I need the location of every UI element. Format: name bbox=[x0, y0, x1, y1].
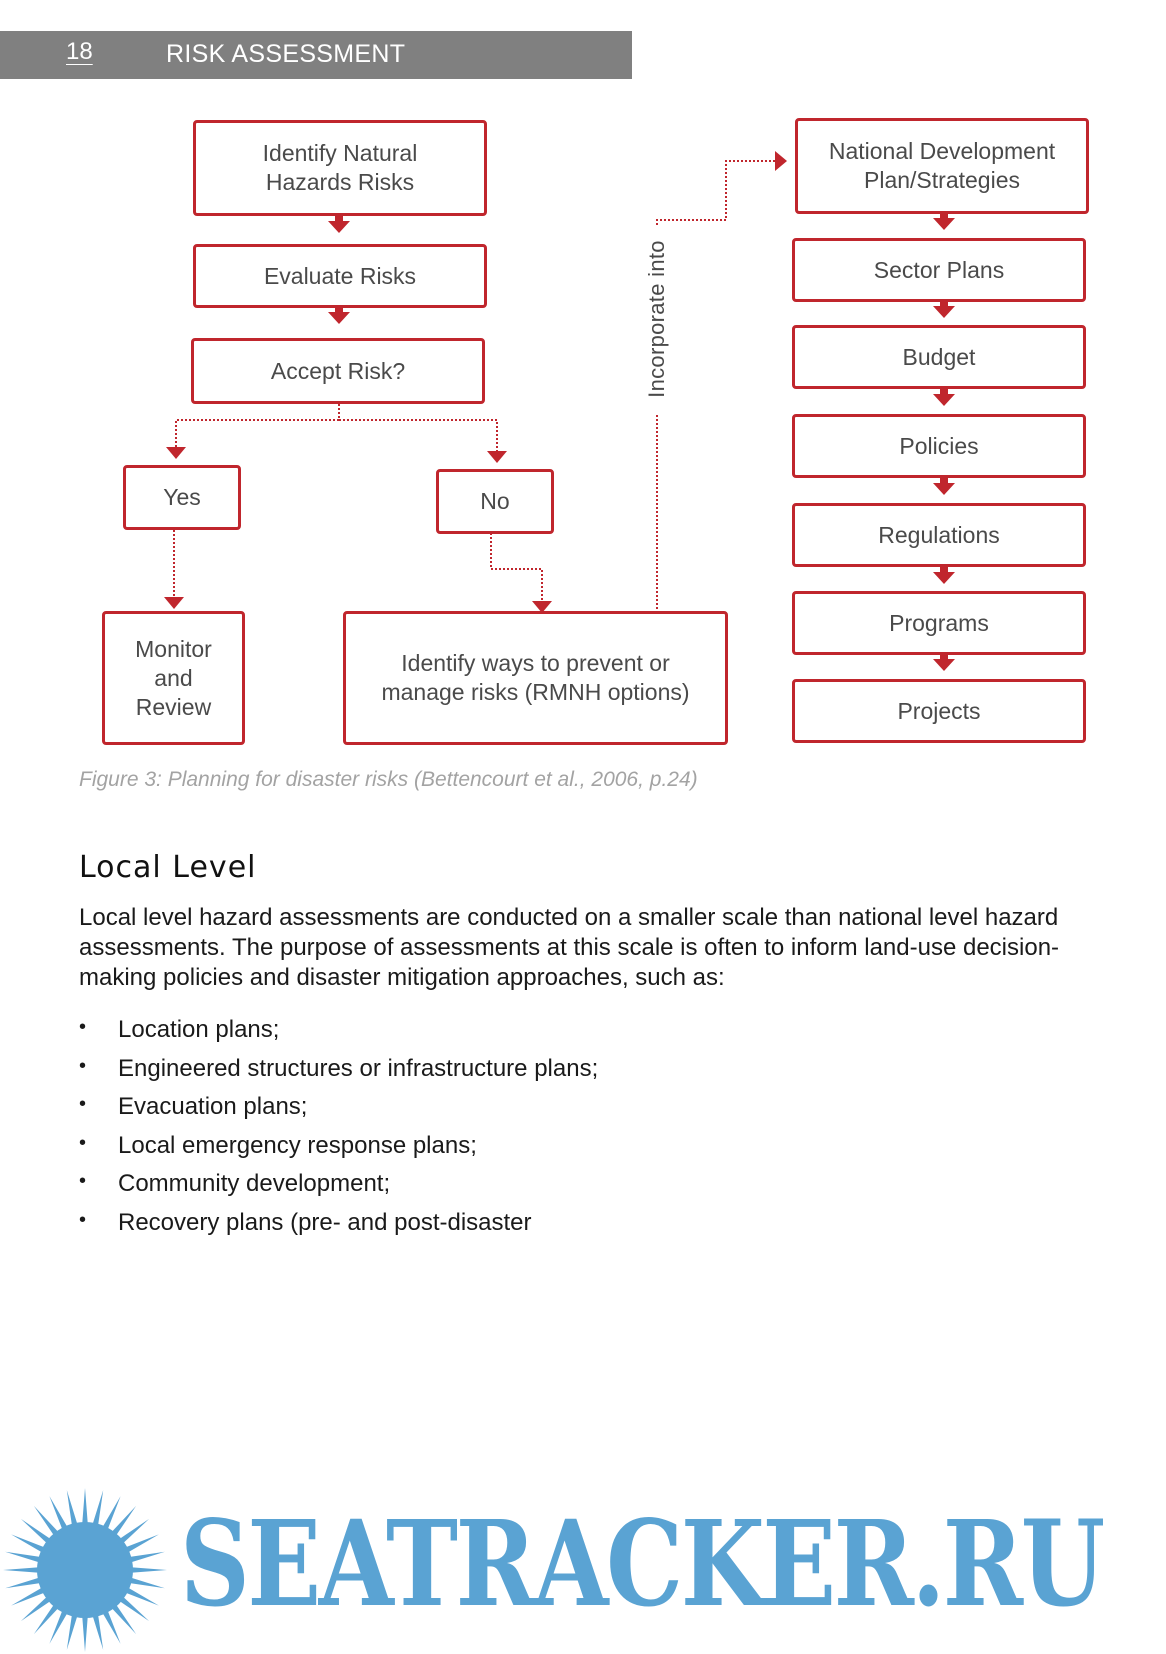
box-national-development: National Development Plan/Strategies bbox=[795, 118, 1089, 214]
box-sector-plans: Sector Plans bbox=[792, 238, 1086, 302]
box-regulations: Regulations bbox=[792, 503, 1086, 567]
list-item: •Recovery plans (pre- and post-disaster bbox=[79, 1208, 532, 1236]
flow-arrows bbox=[328, 212, 955, 671]
arrow-budget-policies bbox=[933, 388, 955, 406]
connector-incorporate-upper bbox=[656, 160, 780, 225]
box-policies: Policies bbox=[792, 414, 1086, 478]
arrowhead-monitor bbox=[164, 597, 184, 609]
arrowhead-no bbox=[487, 451, 507, 463]
section-heading: Local Level bbox=[79, 850, 257, 885]
arrow-sector-budget bbox=[933, 300, 955, 318]
page-number: 18 bbox=[66, 38, 93, 65]
box-no: No bbox=[436, 469, 554, 534]
header-bar bbox=[0, 31, 632, 79]
box-projects: Projects bbox=[792, 679, 1086, 743]
arrowhead-identify-ways bbox=[532, 601, 552, 613]
section-paragraph: Local level hazard assessments are condu… bbox=[79, 904, 1060, 991]
flowchart-connectors bbox=[164, 151, 955, 671]
bullet-icon: • bbox=[79, 1016, 87, 1038]
arrow-identify-evaluate bbox=[328, 215, 350, 233]
arrowhead-yes bbox=[166, 447, 186, 459]
bullet-icon: • bbox=[79, 1093, 87, 1116]
watermark-text: SEATRACKER.RU bbox=[180, 1494, 1105, 1633]
incorporate-label: Incorporate into bbox=[644, 236, 670, 402]
arrow-national-sector bbox=[933, 212, 955, 230]
arrow-programs-projects bbox=[933, 653, 955, 671]
box-budget: Budget bbox=[792, 325, 1086, 389]
list-item: •Engineered structures or infrastructure… bbox=[79, 1054, 599, 1082]
box-identify-hazards: Identify Natural Hazards Risks bbox=[193, 120, 487, 216]
arrow-policies-regulations bbox=[933, 477, 955, 495]
list-item: •Community development; bbox=[79, 1170, 391, 1198]
connector-no-identify-ways bbox=[490, 533, 543, 601]
list-item: •Local emergency response plans; bbox=[79, 1131, 477, 1159]
list-item: •Evacuation plans; bbox=[79, 1093, 308, 1121]
sun-logo-icon bbox=[3, 1488, 167, 1652]
arrow-regulations-programs bbox=[933, 566, 955, 584]
header-title: RISK ASSESSMENT bbox=[166, 40, 406, 68]
figure-caption: Figure 3: Planning for disaster risks (B… bbox=[79, 768, 698, 791]
bullet-icon: • bbox=[79, 1131, 87, 1154]
box-evaluate-risks: Evaluate Risks bbox=[193, 244, 487, 308]
bullet-icon: • bbox=[79, 1054, 87, 1077]
arrow-evaluate-accept bbox=[328, 306, 350, 324]
box-yes: Yes bbox=[123, 465, 241, 530]
box-programs: Programs bbox=[792, 591, 1086, 655]
list-item: •Location plans; bbox=[79, 1016, 280, 1043]
sun-rays bbox=[3, 1488, 167, 1652]
box-identify-ways: Identify ways to prevent or manage risks… bbox=[343, 611, 728, 745]
box-monitor-review: Monitor and Review bbox=[102, 611, 245, 745]
connector-accept-no bbox=[339, 419, 498, 451]
arrowhead-national bbox=[775, 151, 787, 171]
bullet-list: •Location plans; •Engineered structures … bbox=[79, 1016, 598, 1248]
bullet-icon: • bbox=[79, 1208, 87, 1231]
connector-accept-branches bbox=[175, 404, 340, 447]
box-accept-risk: Accept Risk? bbox=[191, 338, 485, 404]
bullet-icon: • bbox=[79, 1170, 87, 1193]
